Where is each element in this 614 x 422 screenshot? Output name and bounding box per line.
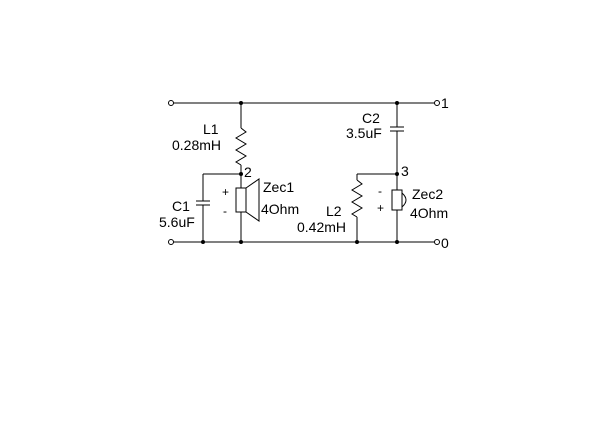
zec2-plus-label: + xyxy=(377,201,384,215)
c1-name-label: C1 xyxy=(172,198,190,214)
zec2-name-label: Zec2 xyxy=(412,186,443,202)
node-2-label: 2 xyxy=(244,164,252,180)
zec2-speaker-dome[interactable] xyxy=(401,192,407,208)
l1-inductor-symbol[interactable] xyxy=(235,127,247,166)
junction-zec2-bottom xyxy=(395,240,399,244)
zec2-minus-label: - xyxy=(378,184,382,198)
junction-zec1-bottom xyxy=(239,240,243,244)
zec1-speaker-body[interactable] xyxy=(235,187,247,213)
input-terminal-bottom[interactable] xyxy=(168,239,174,245)
zec2-value-label: 4Ohm xyxy=(410,205,448,221)
output-terminal-1[interactable] xyxy=(434,100,440,106)
l2-name-label: L2 xyxy=(326,203,342,219)
junction-c2-top xyxy=(395,101,399,105)
l1-name-label: L1 xyxy=(203,121,219,137)
junction-l1-top xyxy=(239,101,243,105)
l2-value-label: 0.42mH xyxy=(297,219,346,235)
zec1-name-label: Zec1 xyxy=(263,179,294,195)
node-3-label: 3 xyxy=(401,163,409,179)
junction-l2-bottom xyxy=(355,240,359,244)
c1-value-label: 5.6uF xyxy=(159,214,195,230)
node-0-label: 0 xyxy=(441,235,449,251)
zec2-speaker-body[interactable] xyxy=(391,189,403,211)
junction-c1-bottom xyxy=(201,240,205,244)
zec1-plus-label: + xyxy=(222,185,229,199)
c2-name-label: C2 xyxy=(362,110,380,126)
node-1-label: 1 xyxy=(441,95,449,111)
zec1-minus-label: - xyxy=(223,204,227,218)
zec1-value-label: 4Ohm xyxy=(261,201,299,217)
output-terminal-0[interactable] xyxy=(434,239,440,245)
l1-value-label: 0.28mH xyxy=(172,137,221,153)
zec1-speaker-cone[interactable] xyxy=(245,178,260,222)
input-terminal-top[interactable] xyxy=(168,100,174,106)
c2-value-label: 3.5uF xyxy=(346,125,382,141)
l2-inductor-symbol[interactable] xyxy=(351,179,363,218)
